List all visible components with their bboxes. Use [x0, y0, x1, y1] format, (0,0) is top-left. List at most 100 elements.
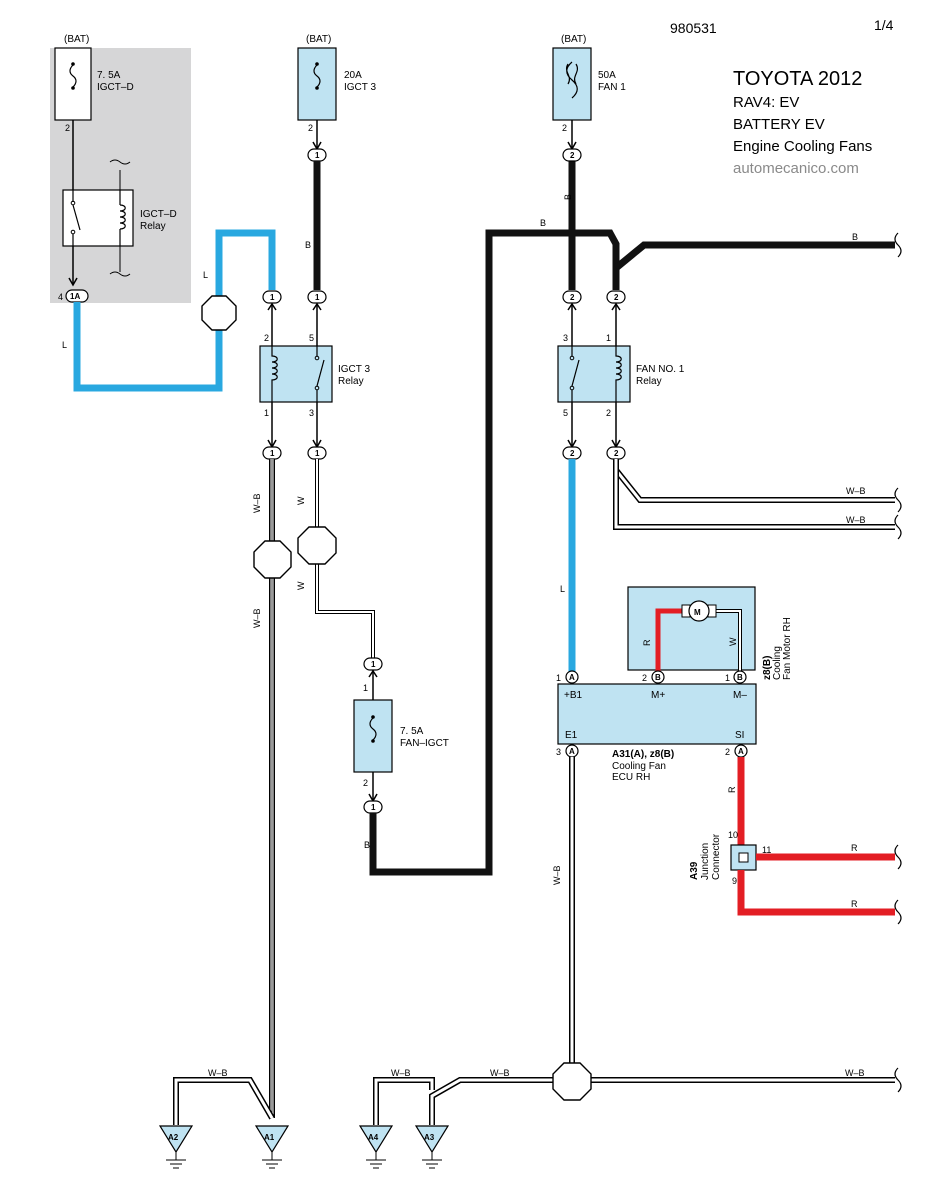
- wire-wb-outputs: [613, 459, 895, 530]
- svg-text:10: 10: [728, 830, 738, 840]
- svg-text:3: 3: [556, 747, 561, 757]
- motor-desc-1: Cooling: [772, 646, 783, 680]
- svg-text:1: 1: [556, 673, 561, 683]
- igct3-fuse-name: IGCT 3: [344, 82, 376, 93]
- svg-text:1: 1: [725, 673, 730, 683]
- cooling-fan-ecu: [557, 683, 757, 745]
- fan1-relay-sub: Relay: [636, 376, 662, 387]
- wire-r-out-2: [737, 870, 895, 916]
- svg-text:W–B: W–B: [846, 515, 866, 525]
- wire-r-motor: [655, 608, 688, 672]
- connector-a-ecu-b1: [565, 670, 579, 684]
- ground-a1: A1: [254, 1125, 290, 1169]
- svg-text:11: 11: [762, 845, 771, 855]
- svg-text:A4: A4: [368, 1133, 379, 1142]
- svg-text:2: 2: [614, 293, 619, 302]
- svg-text:2: 2: [308, 123, 313, 133]
- svg-text:W–B: W–B: [391, 1068, 411, 1078]
- igctd-relay-name: IGCT–D: [140, 209, 177, 220]
- svg-text:B: B: [364, 840, 370, 850]
- svg-text:2: 2: [570, 293, 575, 302]
- wire-label-l-2: L: [203, 270, 208, 280]
- fan-igct-fuse-rating: 7. 5A: [400, 726, 424, 737]
- page-number: 1/4: [874, 17, 894, 33]
- svg-text:L: L: [560, 584, 565, 594]
- junction-desc-2: Connector: [711, 833, 722, 880]
- svg-text:1: 1: [270, 293, 275, 302]
- connector-b-ecu-mp: [651, 670, 665, 684]
- svg-text:1: 1: [315, 293, 320, 302]
- svg-text:1A: 1A: [70, 292, 80, 301]
- wire-wb-a2: [173, 1077, 275, 1125]
- ecu-desc-2: ECU RH: [612, 772, 650, 783]
- svg-text:5: 5: [309, 333, 314, 343]
- fan1-fuse: [552, 47, 592, 121]
- motor-desc-2: Fan Motor RH: [782, 617, 793, 680]
- svg-text:A1: A1: [264, 1133, 275, 1142]
- connector-2-fan1-top: [562, 148, 582, 162]
- fan1-fuse-rating: 50A: [598, 70, 616, 81]
- ecu-desc-1: Cooling Fan: [612, 761, 666, 772]
- svg-text:W–B: W–B: [208, 1068, 228, 1078]
- svg-text:R: R: [851, 843, 858, 853]
- ground-a3: A3: [414, 1125, 450, 1169]
- igct3-fuse-rating: 20A: [344, 70, 362, 81]
- vehicle-model: RAV4: EV: [733, 94, 800, 111]
- svg-text:1: 1: [270, 449, 275, 458]
- svg-text:R: R: [642, 639, 652, 646]
- svg-text:W–B: W–B: [490, 1068, 510, 1078]
- system-name: BATTERY EV: [733, 116, 825, 133]
- ecu-terminal-si: SI: [735, 730, 744, 741]
- svg-text:R: R: [851, 899, 858, 909]
- vehicle-make-year: TOYOTA 2012: [733, 68, 863, 90]
- splice-point-w: [297, 526, 337, 565]
- svg-text:W: W: [296, 496, 306, 505]
- ecu-terminal-b1: +B1: [564, 690, 583, 701]
- svg-text:A3: A3: [424, 1133, 435, 1142]
- svg-text:2: 2: [606, 408, 611, 418]
- svg-text:2: 2: [264, 333, 269, 343]
- svg-text:2: 2: [614, 449, 619, 458]
- igctd-relay-sub: Relay: [140, 221, 166, 232]
- svg-text:W: W: [296, 581, 306, 590]
- svg-text:B: B: [563, 194, 573, 200]
- svg-text:W–B: W–B: [252, 493, 262, 513]
- svg-text:B: B: [655, 673, 661, 682]
- svg-text:A: A: [569, 747, 575, 756]
- svg-text:W–B: W–B: [252, 608, 262, 628]
- ecu-terminal-mp: M+: [651, 690, 665, 701]
- junction-desc-1: Junction: [700, 843, 711, 880]
- svg-text:3: 3: [309, 408, 314, 418]
- svg-text:2: 2: [363, 778, 368, 788]
- igct3-relay: [259, 345, 333, 403]
- wire-b-fanigct: [369, 229, 620, 876]
- svg-text:9: 9: [732, 876, 737, 886]
- website-watermark: automecanico.com: [733, 160, 859, 177]
- svg-text:1: 1: [371, 803, 376, 812]
- svg-text:2: 2: [570, 449, 575, 458]
- svg-text:B: B: [305, 240, 311, 250]
- fan-igct-fuse: [353, 699, 393, 773]
- igct3-relay-name: IGCT 3: [338, 364, 370, 375]
- fan1-relay-name: FAN NO. 1: [636, 364, 685, 375]
- fan-igct-fuse-name: FAN–IGCT: [400, 738, 449, 749]
- svg-text:B: B: [540, 218, 546, 228]
- igctd-fuse-element: [69, 64, 77, 88]
- igctd-fuse-pin: 2: [65, 123, 70, 133]
- cooling-fan-motor: [627, 586, 756, 671]
- igct3-fuse-source: (BAT): [306, 34, 331, 45]
- igctd-relay: [62, 189, 134, 247]
- igctd-fuse-source: (BAT): [64, 34, 89, 45]
- svg-text:M: M: [694, 608, 701, 617]
- svg-text:R: R: [727, 786, 737, 793]
- igct3-fuse: [297, 47, 337, 121]
- splice-point-ground: [552, 1062, 592, 1101]
- svg-text:W–B: W–B: [552, 865, 562, 885]
- splice-point-l: [201, 295, 237, 331]
- ecu-terminal-e1: E1: [565, 730, 578, 741]
- svg-text:A: A: [738, 747, 744, 756]
- junction-id: A39: [689, 861, 700, 880]
- ground-a4: A4: [358, 1125, 394, 1169]
- svg-text:1: 1: [363, 683, 368, 693]
